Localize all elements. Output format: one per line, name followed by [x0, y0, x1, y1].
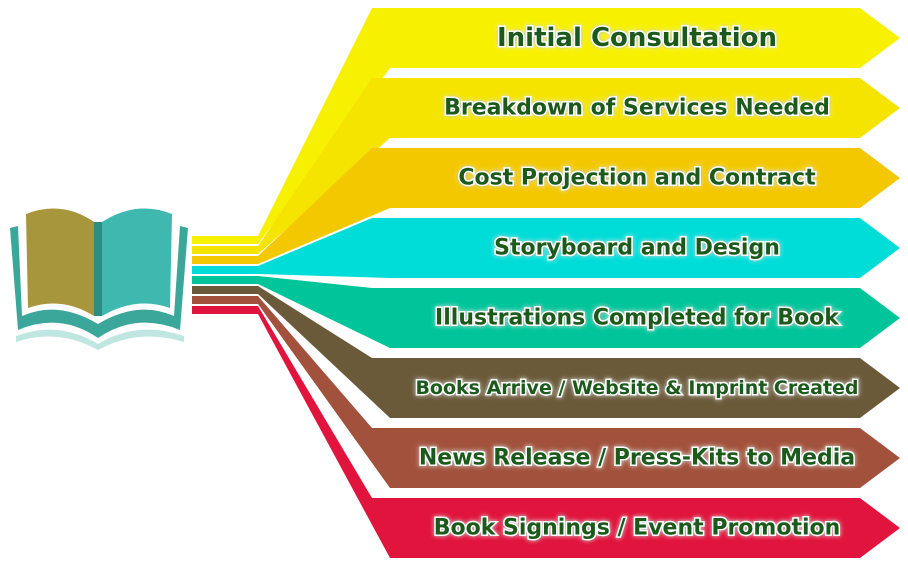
book-cover [10, 226, 188, 338]
step-label-8: Book Signings / Event Promotion [434, 516, 841, 541]
step-ribbon-8 [192, 306, 900, 558]
book-left-page [26, 208, 94, 316]
step-ribbon-5 [192, 276, 900, 348]
step-ribbon-3 [192, 148, 900, 264]
step-ribbons [192, 8, 900, 558]
book-right-page [102, 208, 172, 316]
step-ribbon-4 [192, 218, 900, 278]
open-book-icon [10, 208, 188, 350]
step-label-3: Cost Projection and Contract [458, 166, 816, 191]
step-label-4: Storyboard and Design [494, 236, 780, 261]
step-ribbon-1 [192, 8, 900, 244]
step-ribbon-6 [192, 286, 900, 418]
step-label-1: Initial Consultation [497, 23, 777, 53]
step-label-6: Books Arrive / Website & Imprint Created [415, 377, 858, 399]
step-label-2: Breakdown of Services Needed [444, 96, 830, 121]
step-ribbon-2 [192, 78, 900, 254]
step-ribbon-7 [192, 296, 900, 488]
step-label-7: News Release / Press-Kits to Media [419, 446, 855, 471]
step-label-5: Illustrations Completed for Book [435, 306, 840, 331]
